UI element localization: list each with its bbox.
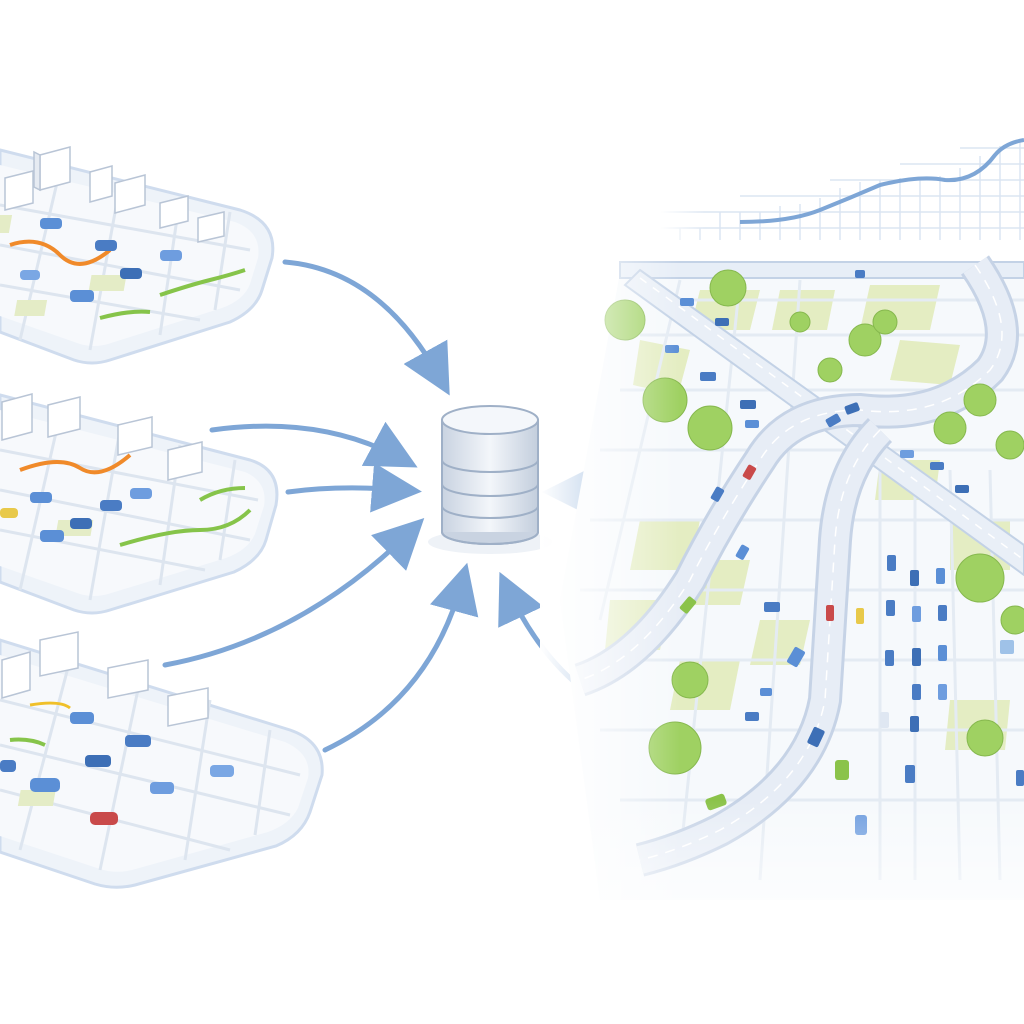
arrow-platform3b-to-db: [322, 562, 479, 753]
city-platform-2: [0, 393, 279, 615]
arrow-platform2b-to-db: [285, 462, 422, 513]
city-platform-3: [0, 631, 324, 889]
trend-chart-icon: [660, 138, 1024, 240]
arrow-platform2a-to-db: [209, 421, 418, 468]
database-icon: [428, 405, 552, 554]
arrow-platform3a-to-db: [162, 517, 425, 668]
city-platform-1: [0, 146, 275, 365]
highway-map-icon: [560, 255, 1024, 900]
arrow-platform1-to-db: [282, 259, 450, 396]
